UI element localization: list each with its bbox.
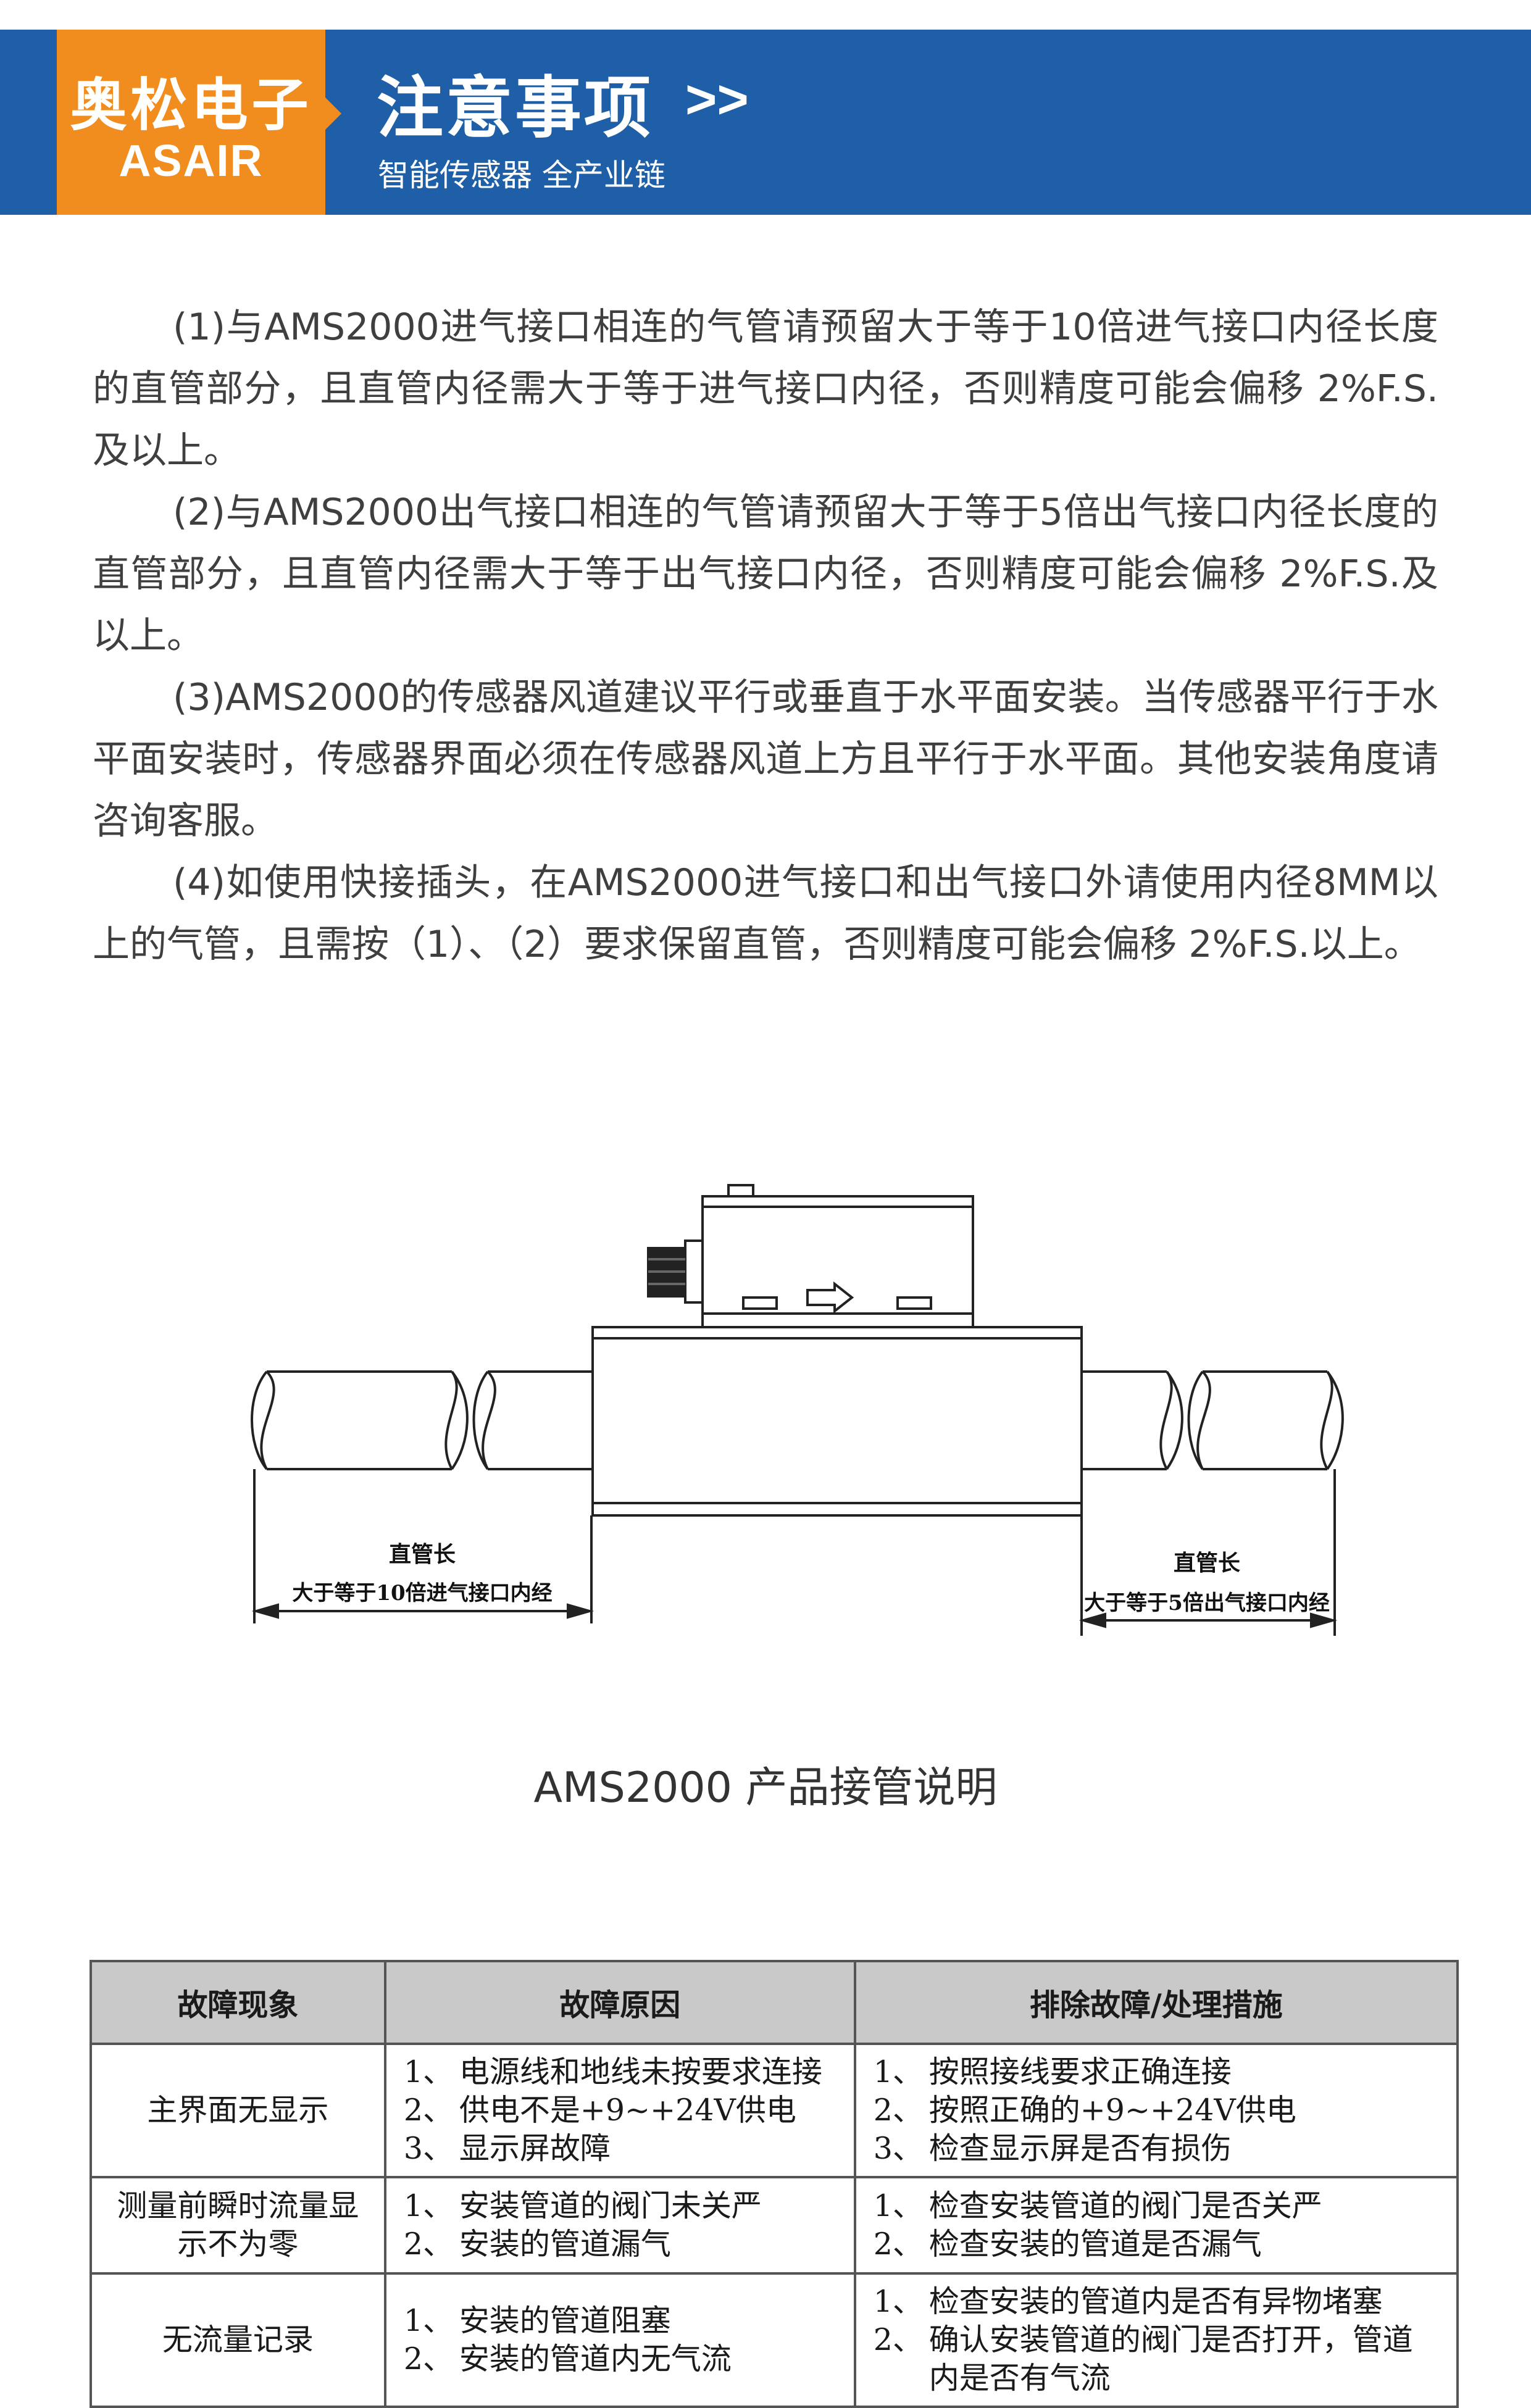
solution-item: 2、确认安装管道的阀门是否打开，管道内是否有气流	[873, 2322, 1413, 2396]
left-label-1: 直管长	[389, 1541, 456, 1567]
solution-item: 2、按照正确的+9~+24V供电	[873, 2093, 1296, 2128]
figure-caption: AMS2000 产品接管说明	[533, 1764, 998, 1812]
cause-cell: 1、电源线和地线未按要求连接 2、供电不是+9~+24V供电 3、显示屏故障	[383, 2043, 856, 2178]
symptom-cell: 主界面无显示	[90, 2043, 386, 2178]
cause-item: 1、安装管道的阀门未关严	[403, 2188, 762, 2223]
page-subtitle: 智能传感器 全产业链	[378, 157, 665, 193]
header-solution: 排除故障/处理措施	[853, 1960, 1459, 2045]
cause-item: 1、安装的管道阻塞	[403, 2303, 671, 2338]
cause-item: 1、电源线和地线未按要求连接	[403, 2054, 822, 2089]
cause-cell: 1、安装管道的阀门未关严 2、安装的管道漏气	[383, 2176, 856, 2275]
solution-item: 2、检查安装的管道是否漏气	[873, 2227, 1262, 2262]
left-label-2: 大于等于10倍进气接口内经	[292, 1581, 552, 1606]
right-label-2: 大于等于5倍出气接口内经	[1084, 1591, 1330, 1615]
table-row: 无流量记录 1、安装的管道阻塞 2、安装的管道内无气流 1、检查安装的管道内是否…	[90, 2272, 1459, 2408]
table-header-row: 故障现象 故障原因 排除故障/处理措施	[90, 1960, 1459, 2045]
table-row: 测量前瞬时流量显示不为零 1、安装管道的阀门未关严 2、安装的管道漏气 1、检查…	[90, 2176, 1459, 2275]
header-banner: 奥松电子 ASAIR 注意事项 >> 智能传感器 全产业链	[0, 30, 1531, 215]
right-dimension-line	[1078, 1469, 1338, 1636]
cause-item: 2、安装的管道内无气流	[403, 2341, 732, 2377]
solution-item: 1、检查安装管道的阀门是否关严	[873, 2188, 1322, 2223]
right-label-1: 直管长	[1174, 1550, 1240, 1576]
solution-item: 3、检查显示屏是否有损伤	[873, 2131, 1232, 2166]
left-pipe-segment-2	[472, 1370, 593, 1470]
solution-cell: 1、检查安装管道的阀门是否关严 2、检查安装的管道是否漏气	[853, 2176, 1459, 2275]
brand-name-cn: 奥松电子	[70, 72, 312, 138]
cause-cell: 1、安装的管道阻塞 2、安装的管道内无气流	[383, 2272, 856, 2408]
cause-item: 3、显示屏故障	[403, 2131, 611, 2166]
left-dimension-line	[251, 1469, 594, 1623]
left-pipe-segment-1	[251, 1370, 469, 1470]
header-symptom: 故障现象	[90, 1960, 386, 2045]
sensor-top-module	[701, 1184, 974, 1328]
solution-cell: 1、检查安装的管道内是否有异物堵塞 2、确认安装管道的阀门是否打开，管道内是否有…	[853, 2272, 1459, 2408]
connector-icon	[647, 1239, 704, 1304]
solution-item: 1、检查安装的管道内是否有异物堵塞	[873, 2284, 1383, 2319]
brand-name-en: ASAIR	[119, 136, 264, 186]
table-row: 主界面无显示 1、电源线和地线未按要求连接 2、供电不是+9~+24V供电 3、…	[90, 2043, 1459, 2178]
note-paragraph-3: (3)AMS2000的传感器风道建议平行或垂直于水平面安装。当传感器平行于水平面…	[93, 676, 1438, 843]
note-paragraph-2: (2)与AMS2000出气接口相连的气管请预留大于等于5倍出气接口内径长度的直管…	[93, 491, 1438, 657]
cause-item: 2、供电不是+9~+24V供电	[403, 2093, 796, 2128]
right-pipe-segment-1	[1082, 1370, 1183, 1470]
page-title: 注意事项	[377, 70, 654, 147]
note-paragraph-4: (4)如使用快接插头，在AMS2000进气接口和出气接口外请使用内径8MM以上的…	[93, 861, 1438, 966]
header-cause: 故障原因	[383, 1960, 856, 2045]
right-pipe-segment-2	[1187, 1370, 1344, 1470]
solution-cell: 1、按照接线要求正确连接 2、按照正确的+9~+24V供电 3、检查显示屏是否有…	[853, 2043, 1459, 2178]
sensor-body	[591, 1326, 1083, 1517]
troubleshooting-table: 故障现象 故障原因 排除故障/处理措施 主界面无显示 1、电源线和地线未按要求连…	[90, 1960, 1459, 2408]
title-arrow: >>	[685, 69, 749, 130]
cause-item: 2、安装的管道漏气	[403, 2227, 671, 2262]
brand-logo: 奥松电子 ASAIR	[57, 30, 341, 215]
solution-item: 1、按照接线要求正确连接	[873, 2054, 1232, 2089]
symptom-cell: 测量前瞬时流量显示不为零	[90, 2176, 386, 2275]
symptom-cell: 无流量记录	[90, 2272, 386, 2408]
note-paragraph-1: (1)与AMS2000进气接口相连的气管请预留大于等于10倍进气接口内径长度的直…	[93, 306, 1438, 472]
pipe-installation-diagram: 直管长 大于等于10倍进气接口内经 直管长 大于等于5倍出气接口内经	[251, 1184, 1344, 1636]
